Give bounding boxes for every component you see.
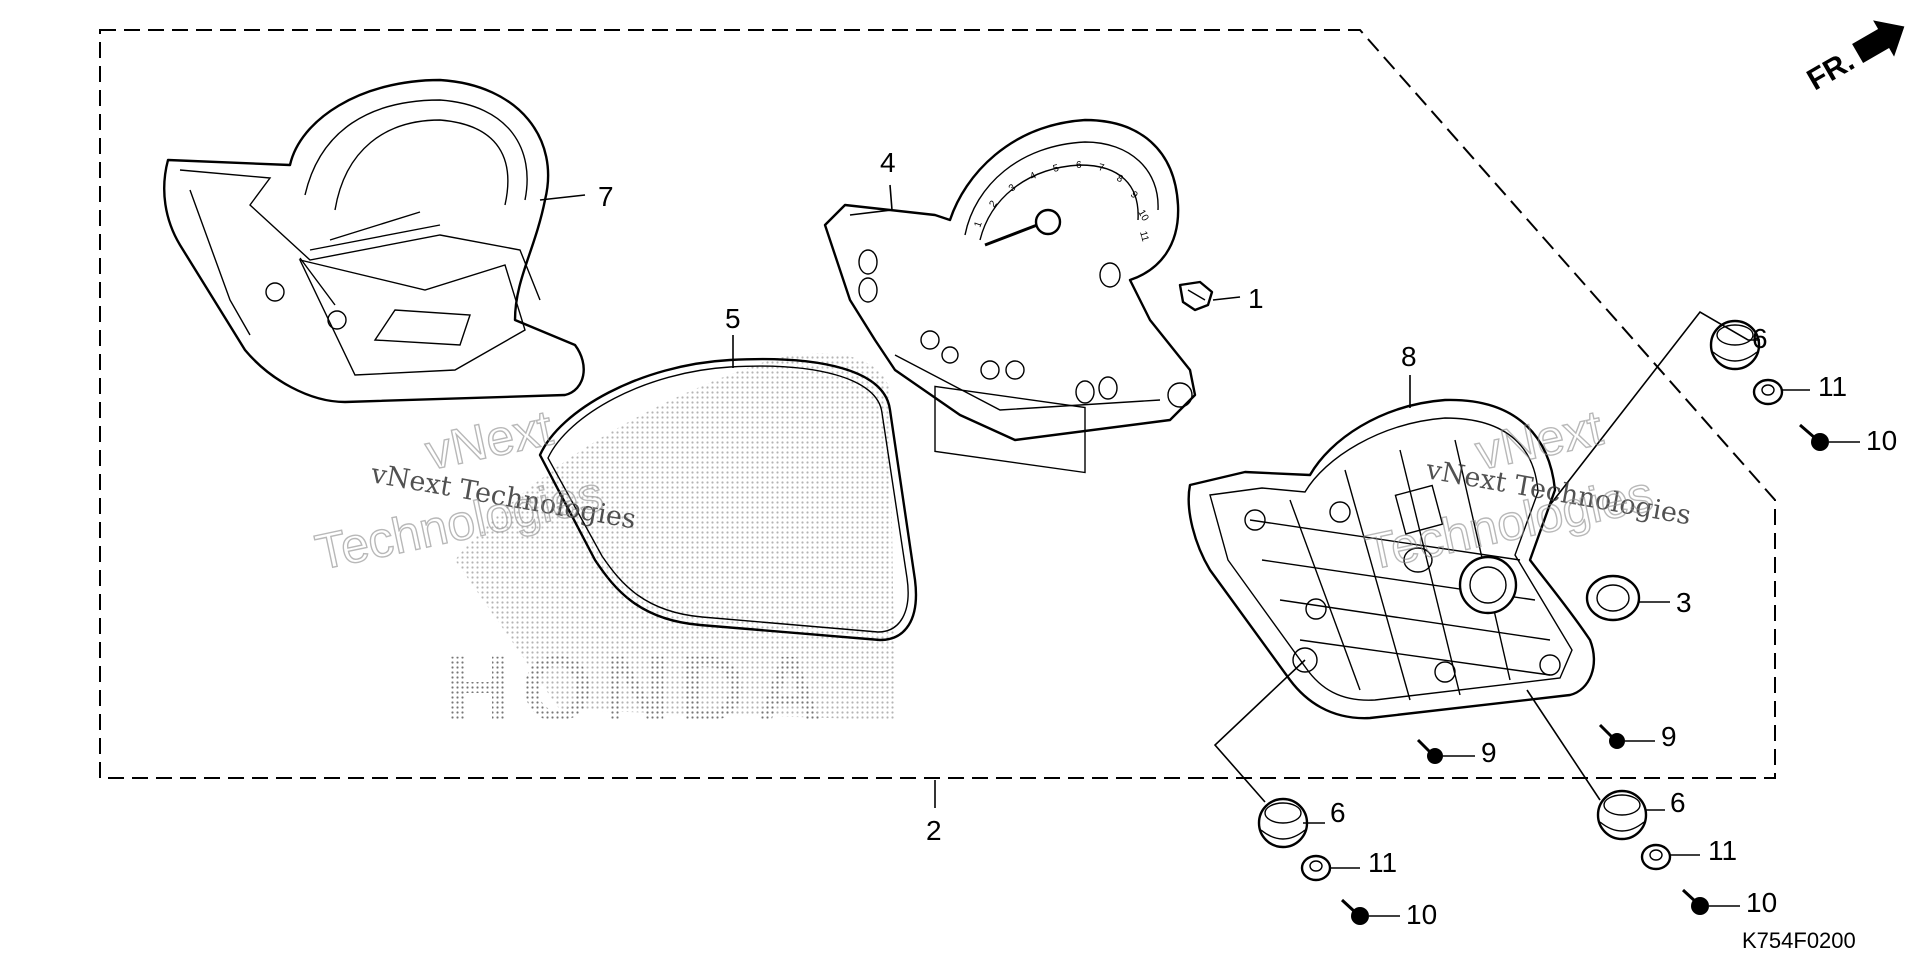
fr-label: FR. — [1802, 44, 1860, 97]
part-6-damper-left — [1257, 797, 1309, 849]
front-arrow-icon — [1852, 20, 1905, 64]
svg-text:1: 1 — [972, 220, 984, 229]
tachometer-scale: 1 2 3 4 5 6 7 8 9 10 11 — [972, 160, 1150, 243]
callout-10-top: 10 — [1866, 425, 1897, 456]
diagram-code: K754F0200 — [1742, 928, 1856, 953]
part-10-screw-top — [1799, 423, 1829, 451]
callout-9-right: 9 — [1661, 721, 1677, 752]
svg-text:10: 10 — [1135, 208, 1150, 224]
svg-text:3: 3 — [1007, 182, 1019, 194]
callout-11-top: 11 — [1818, 371, 1847, 402]
callout-6-right: 6 — [1670, 787, 1686, 818]
honda-brand-mark: HONDA — [445, 638, 832, 740]
part-3-grommet — [1585, 574, 1641, 622]
part-8-meter-case — [1187, 398, 1596, 720]
part-9-screw-left — [1416, 738, 1443, 764]
honda-watermark: HONDA — [445, 353, 895, 740]
callout-2: 2 — [926, 815, 942, 846]
honda-wing-mark — [455, 353, 895, 720]
callout-5: 5 — [725, 303, 741, 334]
svg-text:6: 6 — [1076, 160, 1082, 171]
callout-10-right: 10 — [1746, 887, 1777, 918]
part-11-collar-top — [1752, 378, 1784, 406]
part-11-collar-right — [1640, 843, 1672, 871]
callout-10-left: 10 — [1406, 899, 1437, 930]
front-direction-indicator: FR. — [1802, 20, 1905, 97]
svg-text:11: 11 — [1137, 230, 1150, 243]
svg-text:8: 8 — [1115, 173, 1125, 186]
part-6-damper-top — [1709, 319, 1761, 371]
callout-6-left: 6 — [1330, 797, 1346, 828]
part-4-meter-unit: 1 2 3 4 5 6 7 8 9 10 11 — [823, 118, 1197, 474]
callout-1: 1 — [1248, 283, 1264, 314]
part-10-screw-left — [1340, 898, 1369, 925]
callout-7: 7 — [598, 181, 614, 212]
svg-text:4: 4 — [1028, 170, 1038, 183]
part-6-damper-right — [1596, 789, 1648, 841]
part-11-collar-left — [1300, 854, 1332, 882]
callout-11-right: 11 — [1708, 835, 1737, 866]
callout-labels: 7 4 1 5 8 3 2 6 6 6 11 11 11 10 10 10 9 … — [598, 147, 1897, 930]
callout-4: 4 — [880, 147, 896, 178]
svg-text:2: 2 — [987, 198, 999, 209]
tach-needle — [984, 220, 1046, 247]
leader-lines — [539, 184, 1860, 917]
assembly-boundary — [99, 29, 1776, 779]
callout-6-top: 6 — [1752, 323, 1768, 354]
svg-text:5: 5 — [1052, 163, 1061, 175]
part-1-bulb — [1178, 280, 1214, 312]
svg-text:7: 7 — [1097, 162, 1105, 174]
callout-3: 3 — [1676, 587, 1692, 618]
part-10-screw-right — [1681, 888, 1709, 915]
part-9-screw-right — [1598, 723, 1625, 749]
watermark-big-1a: vNext — [421, 399, 558, 480]
part-5-gasket — [538, 357, 918, 642]
callout-11-left: 11 — [1368, 847, 1397, 878]
callout-8: 8 — [1401, 341, 1417, 372]
callout-9-left: 9 — [1481, 737, 1497, 768]
part-7-meter-visor — [163, 78, 585, 404]
